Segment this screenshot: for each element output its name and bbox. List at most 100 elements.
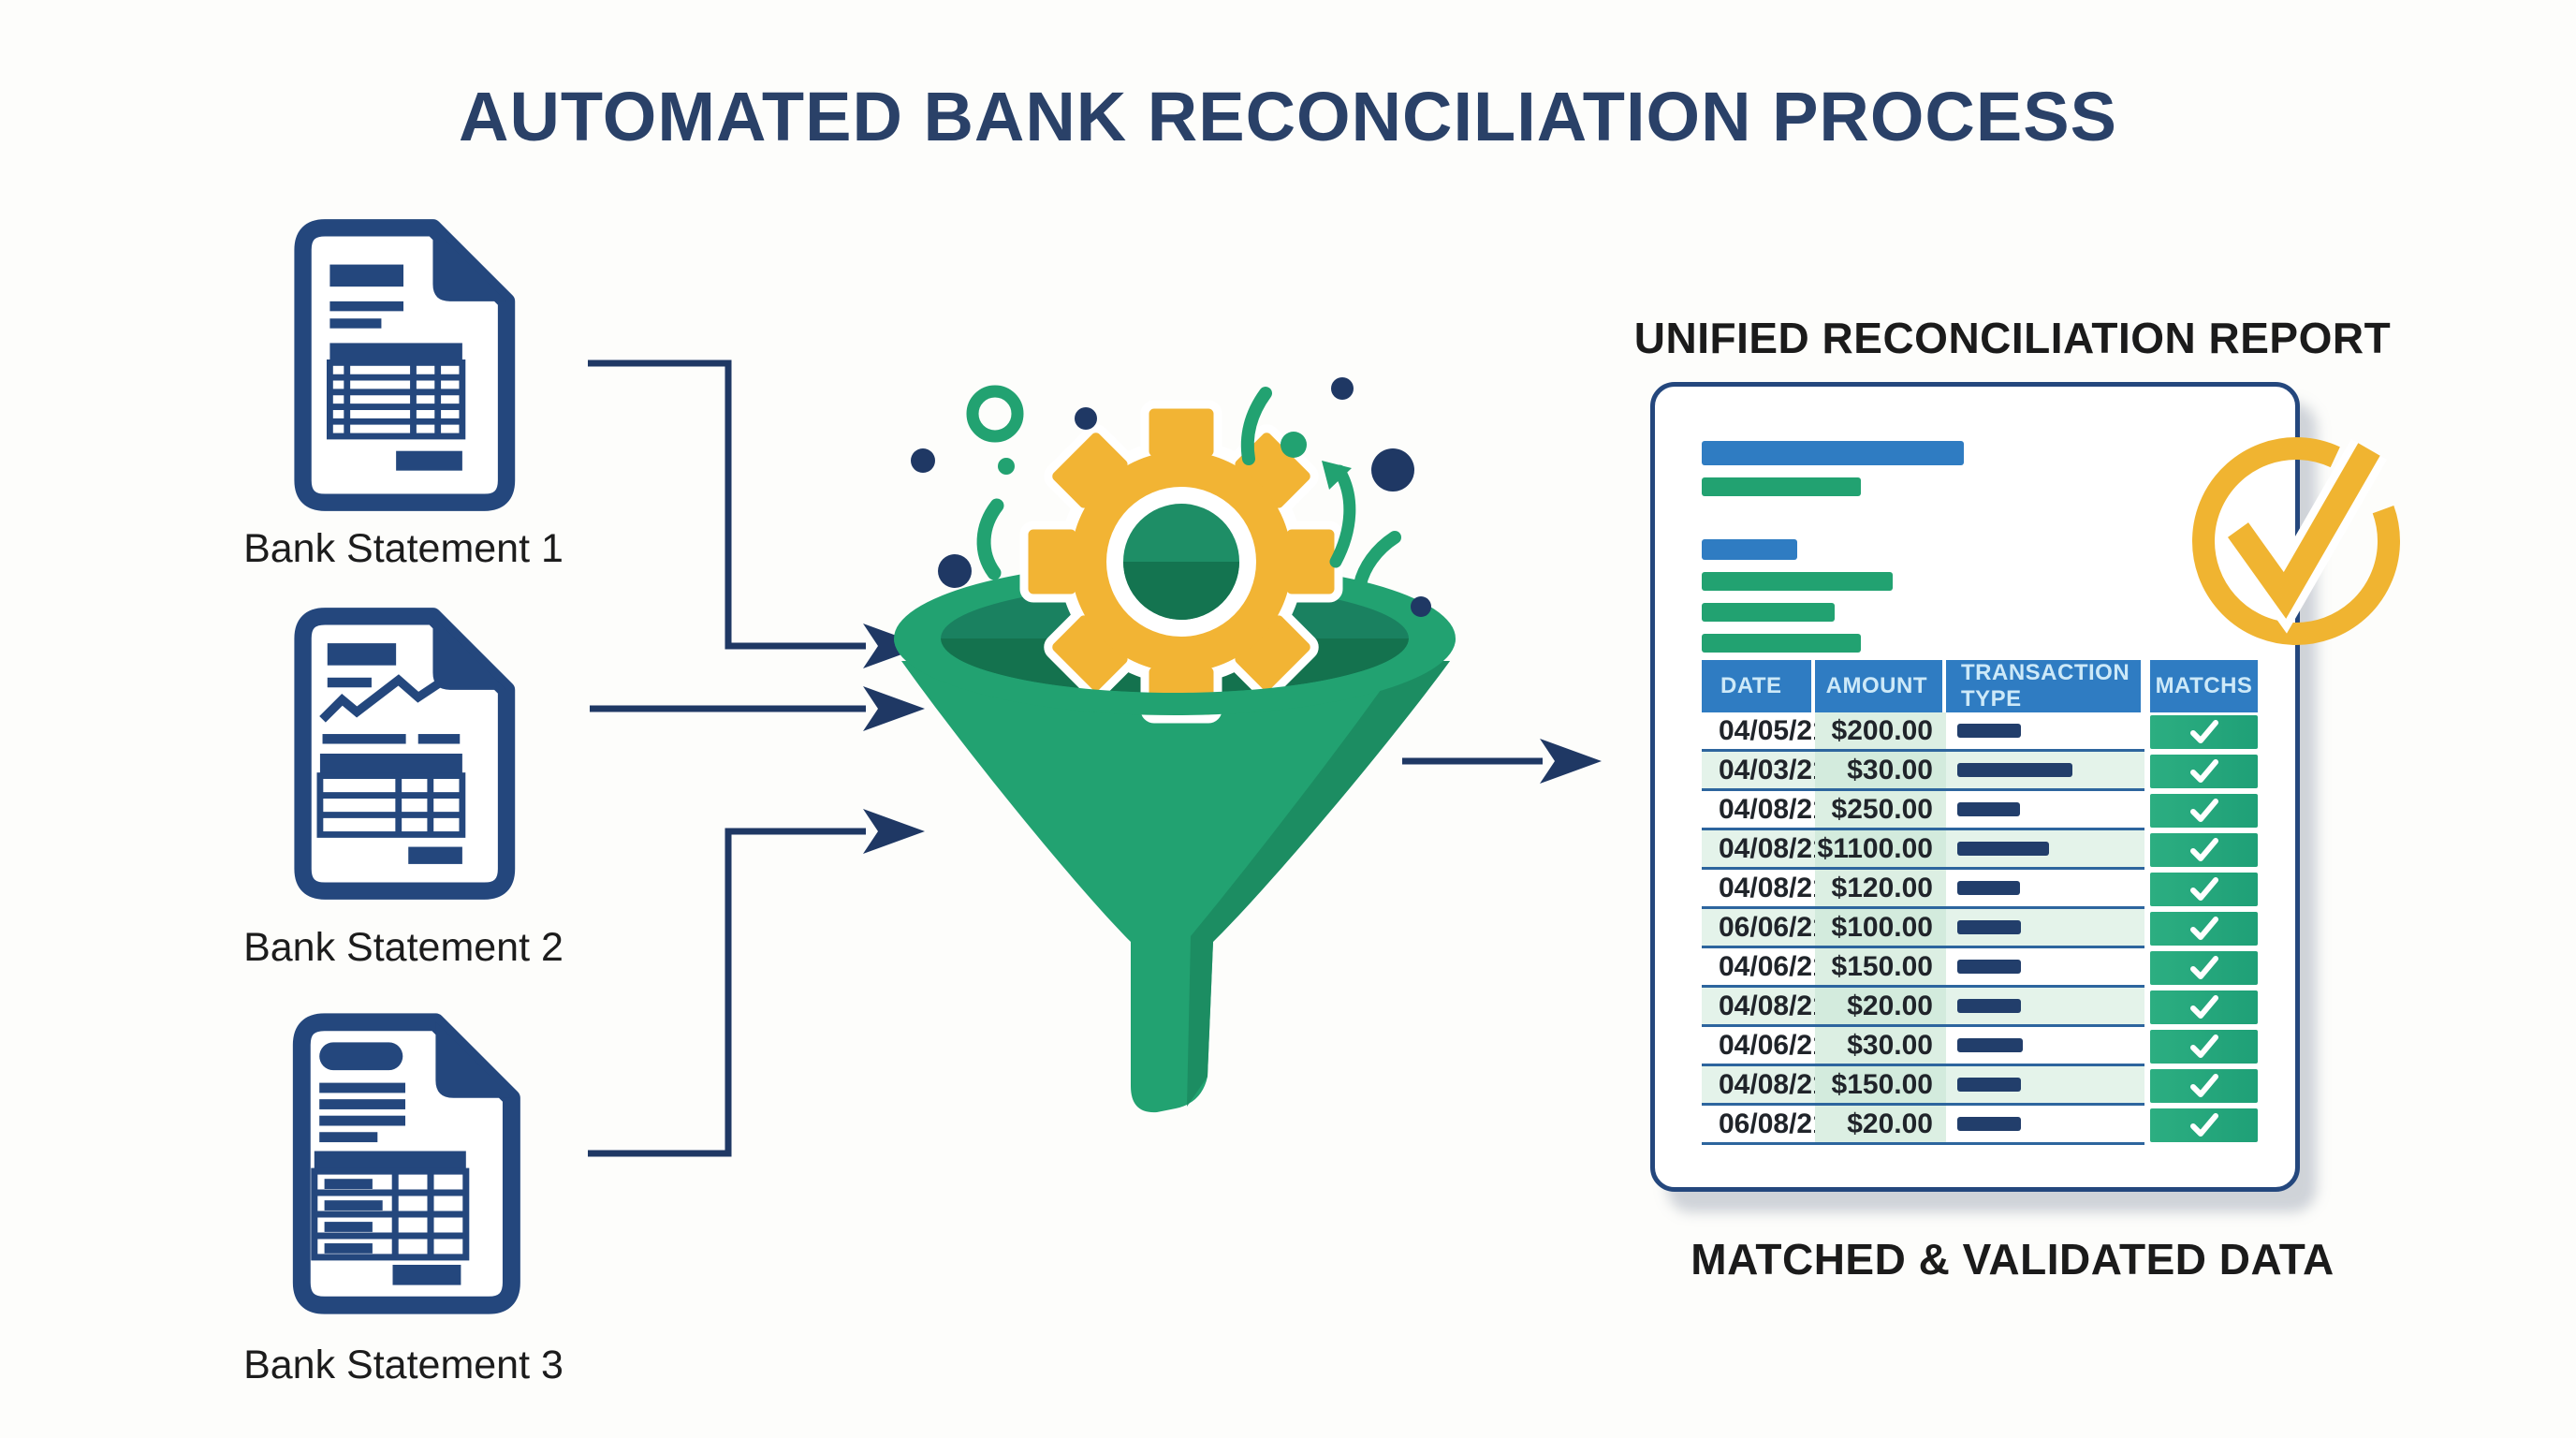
table-row: 04/05/21 $200.00	[1702, 712, 2260, 752]
amount-cell: $150.00	[1815, 1066, 1946, 1106]
green-dot-particle	[1281, 432, 1307, 458]
column-header-amount: AMOUNT	[1815, 660, 1942, 712]
redacted-transaction-bar	[1957, 1078, 2021, 1092]
redacted-transaction-bar	[1957, 802, 2020, 816]
date-cell: 04/08/21	[1702, 791, 1828, 830]
check-icon	[2189, 1074, 2218, 1097]
match-cell	[2150, 873, 2258, 906]
arrowhead-icon	[863, 624, 925, 668]
report-summary-bars	[1702, 441, 2076, 665]
date-cell: 04/05/21	[1702, 712, 1828, 752]
amount-cell: $200.00	[1815, 712, 1946, 752]
match-cell	[2150, 755, 2258, 788]
check-icon	[2189, 995, 2218, 1019]
summary-bar	[1702, 539, 1797, 560]
bank-statement-3-label: Bank Statement 3	[243, 1343, 564, 1387]
transaction-type-cell	[1946, 909, 2144, 948]
redacted-transaction-bar	[1957, 960, 2021, 974]
arrowhead-icon	[863, 686, 925, 731]
bank-statement-1-document-icon	[294, 219, 516, 511]
navy-dot-particle	[938, 554, 972, 588]
validated-check-badge	[2192, 437, 2400, 645]
check-icon	[2189, 838, 2218, 861]
transaction-type-cell	[1946, 791, 2144, 830]
date-cell: 04/08/21	[1702, 988, 1828, 1027]
date-cell: 06/08/21	[1702, 1106, 1828, 1145]
transaction-type-cell	[1946, 988, 2144, 1027]
refresh-arrowhead-icon	[1322, 461, 1352, 490]
automation-funnel-graphic	[894, 377, 1456, 1113]
green-arc-particle	[1354, 531, 1401, 591]
arrowhead-icon	[1540, 739, 1602, 784]
green-arc-particle	[976, 498, 1004, 580]
funnel-icon	[901, 661, 1450, 1113]
check-icon	[2228, 443, 2380, 619]
check-icon	[2189, 720, 2218, 743]
summary-bar	[1702, 634, 1861, 653]
date-cell: 04/08/21	[1702, 1066, 1828, 1106]
green-dot-particle	[998, 458, 1015, 475]
table-row: 04/08/21 $1100.00	[1702, 830, 2260, 870]
match-cell	[2150, 1108, 2258, 1142]
amount-cell: $100.00	[1815, 909, 1946, 948]
date-cell: 04/06/21	[1702, 948, 1828, 988]
match-cell	[2150, 1030, 2258, 1064]
redacted-transaction-bar	[1957, 881, 2020, 895]
column-header-matchs: MATCHS	[2150, 660, 2258, 712]
navy-dot-particle	[1075, 407, 1097, 430]
column-header-transaction-type: TRANSACTION TYPE	[1946, 660, 2141, 712]
check-icon	[2189, 956, 2218, 979]
amount-cell: $1100.00	[1815, 830, 1946, 870]
amount-cell: $30.00	[1815, 752, 1946, 791]
check-icon	[2189, 877, 2218, 901]
table-row: 06/06/21 $100.00	[1702, 909, 2260, 948]
navy-dot-particle	[911, 448, 935, 473]
navy-dot-particle	[1371, 448, 1414, 492]
column-header-date: DATE	[1702, 660, 1811, 712]
summary-bar	[1702, 477, 1861, 496]
redacted-transaction-bar	[1957, 999, 2021, 1013]
amount-cell: $30.00	[1815, 1027, 1946, 1066]
table-row: 04/08/21 $20.00	[1702, 988, 2260, 1027]
page-title: AUTOMATED BANK RECONCILIATION PROCESS	[459, 78, 2117, 155]
amount-cell: $20.00	[1815, 1106, 1946, 1145]
table-body: 04/05/21 $200.00 0	[1702, 712, 2260, 1145]
refresh-arrow-icon	[1329, 464, 1356, 568]
check-circle-icon	[2192, 437, 2400, 645]
table-row: 06/08/21 $20.00	[1702, 1106, 2260, 1145]
funnel-front-lip	[894, 638, 1456, 715]
summary-bar	[1702, 441, 1964, 465]
reconciliation-table: DATE AMOUNT TRANSACTION TYPE MATCHS 04/0…	[1702, 660, 2260, 1145]
check-icon	[2189, 917, 2218, 940]
navy-dot-particle	[1331, 377, 1354, 400]
transaction-type-cell	[1946, 752, 2144, 791]
report-caption: MATCHED & VALIDATED DATA	[1690, 1235, 2334, 1284]
check-icon	[2189, 1034, 2218, 1058]
table-header-row: DATE AMOUNT TRANSACTION TYPE MATCHS	[1702, 660, 2260, 712]
amount-cell: $120.00	[1815, 870, 1946, 909]
summary-bar	[1702, 603, 1835, 622]
check-icon	[2189, 1113, 2218, 1137]
bank-statement-2-document-icon	[294, 608, 516, 900]
match-cell	[2150, 715, 2258, 749]
transaction-type-cell	[1946, 1066, 2144, 1106]
table-row: 04/08/21 $150.00	[1702, 1066, 2260, 1106]
date-cell: 06/06/21	[1702, 909, 1828, 948]
bank-statement-2-label: Bank Statement 2	[243, 925, 564, 970]
table-row: 04/03/21 $30.00	[1702, 752, 2260, 791]
redacted-transaction-bar	[1957, 724, 2021, 738]
green-ring-particle	[966, 385, 1024, 443]
transaction-type-cell	[1946, 1106, 2144, 1145]
arrowhead-icon	[863, 809, 925, 854]
green-arc-particle	[1240, 387, 1272, 465]
report-title: UNIFIED RECONCILIATION REPORT	[1633, 314, 2392, 362]
match-cell	[2150, 951, 2258, 985]
funnel-shade	[1187, 661, 1450, 1107]
redacted-transaction-bar	[1957, 842, 2049, 856]
check-icon	[2189, 799, 2218, 822]
match-cell	[2150, 1069, 2258, 1103]
redacted-transaction-bar	[1957, 763, 2072, 777]
date-cell: 04/08/21	[1702, 870, 1828, 909]
